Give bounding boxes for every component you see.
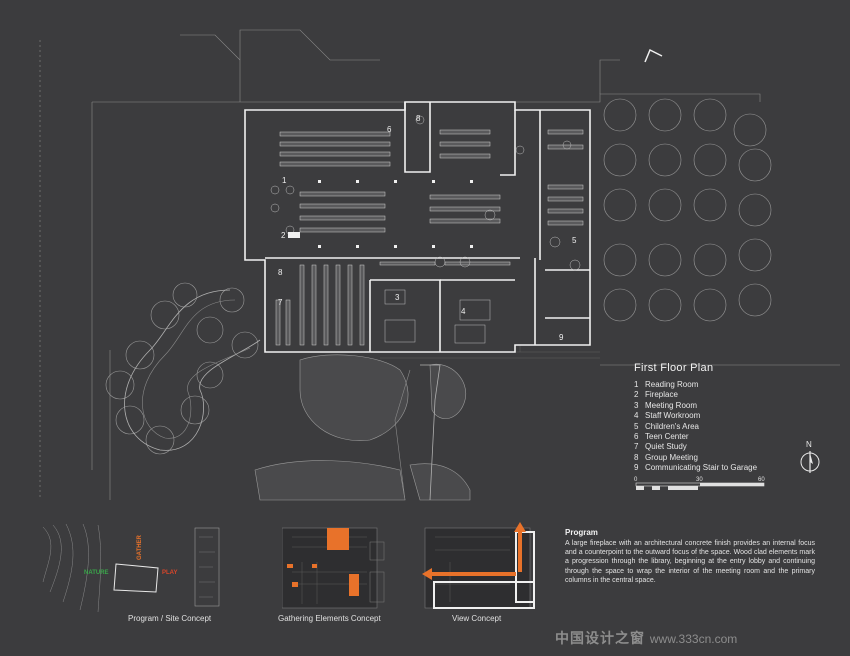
plaza-edge — [420, 364, 441, 501]
plan-title: First Floor Plan — [634, 362, 714, 374]
room-tag: 2 — [281, 231, 286, 240]
stack-rows-south — [275, 261, 511, 346]
scale-label-60: 60 — [758, 477, 765, 483]
room-tag: 7 — [278, 298, 283, 307]
room-tags: 1 2 3 4 5 6 7 8 8 9 — [278, 114, 577, 342]
program-site-concept-label: Program / Site Concept — [128, 614, 212, 623]
program-description: Program A large fireplace with an archit… — [565, 528, 815, 585]
program-site-concept: GATHER NATURE PLAY — [38, 522, 220, 614]
legend-item: 2 Fireplace — [634, 390, 824, 400]
legend-item: 5 Children's Area — [634, 422, 824, 432]
tables-and-chairs — [270, 115, 581, 344]
plan-legend: First Floor Plan 1 Reading Room 2 Fireplac… — [634, 362, 824, 474]
tree-grid — [603, 98, 772, 322]
room-tag: 1 — [282, 176, 287, 185]
program-heading: Program — [565, 528, 598, 537]
legend-item: 4 Staff Workroom — [634, 411, 824, 421]
play-label: PLAY — [162, 570, 177, 576]
gather-label: GATHER — [137, 534, 143, 560]
room-tag: 9 — [559, 333, 564, 342]
meandering-path-inner — [142, 299, 251, 439]
scale-bar: 0 30 60 — [634, 477, 765, 490]
fireplace — [288, 232, 300, 238]
watermark: 中国设计之窗 www.333cn.com — [555, 628, 737, 648]
view-concept-label: View Concept — [452, 614, 502, 623]
gathering-elements-concept-label: Gathering Elements Concept — [278, 614, 381, 623]
room-tag: 3 — [395, 293, 400, 302]
legend-item: 1 Reading Room — [634, 380, 824, 390]
room-tag: 8 — [416, 114, 421, 123]
legend-label: Quiet Study — [645, 442, 687, 452]
legend-number: 8 — [634, 452, 639, 462]
legend-number: 3 — [634, 400, 639, 410]
structural-columns — [318, 180, 473, 248]
legend-item: 6 Teen Center — [634, 432, 824, 442]
north-arrow-icon: N — [800, 440, 820, 473]
legend-number: 2 — [634, 390, 639, 400]
legend-number: 5 — [634, 421, 639, 431]
watermark-text: 中国设计之窗 — [555, 630, 645, 646]
building-walls — [244, 101, 591, 353]
plaza-edge-2 — [394, 369, 411, 501]
legend-label: Teen Center — [645, 432, 689, 442]
scale-label-30: 30 — [696, 477, 703, 483]
room-tag: 8 — [278, 268, 283, 277]
legend-number: 6 — [634, 432, 639, 442]
site-corner-marker — [644, 48, 663, 63]
north-label: N — [806, 440, 812, 449]
room-tag: 6 — [387, 125, 392, 134]
first-floor-plan-drawing: 1 2 3 4 5 6 7 8 8 9 — [39, 29, 840, 501]
legend-label: Children's Area — [645, 421, 699, 431]
legend-label: Reading Room — [645, 380, 699, 389]
book-stacks — [279, 129, 584, 233]
legend-item: 8 Group Meeting — [634, 453, 824, 463]
legend-label: Fireplace — [645, 390, 678, 400]
west-garden-trees — [105, 282, 259, 455]
legend-label: Staff Workroom — [645, 411, 701, 421]
legend-number: 4 — [634, 411, 639, 421]
legend-label: Group Meeting — [645, 452, 698, 462]
nature-label: NATURE — [84, 570, 109, 576]
legend-number: 1 — [634, 380, 639, 389]
legend-item: 7 Quiet Study — [634, 442, 824, 452]
south-planting — [254, 354, 471, 501]
room-tag: 5 — [572, 236, 577, 245]
legend-item: 3 Meeting Room — [634, 401, 824, 411]
legend-label: Communicating Stair to Garage — [645, 463, 758, 473]
view-concept — [420, 522, 560, 614]
legend-number: 9 — [634, 463, 639, 473]
legend-item: 9 Communicating Stair to Garage — [634, 463, 824, 473]
scale-label-0: 0 — [634, 477, 638, 483]
room-tag: 4 — [461, 307, 466, 316]
gathering-elements-concept — [282, 522, 422, 614]
legend-label: Meeting Room — [645, 400, 698, 410]
watermark-url: www.333cn.com — [649, 632, 738, 646]
legend-number: 7 — [634, 442, 639, 452]
program-body: A large fireplace with an architectural … — [565, 540, 815, 584]
meandering-path — [124, 289, 261, 451]
